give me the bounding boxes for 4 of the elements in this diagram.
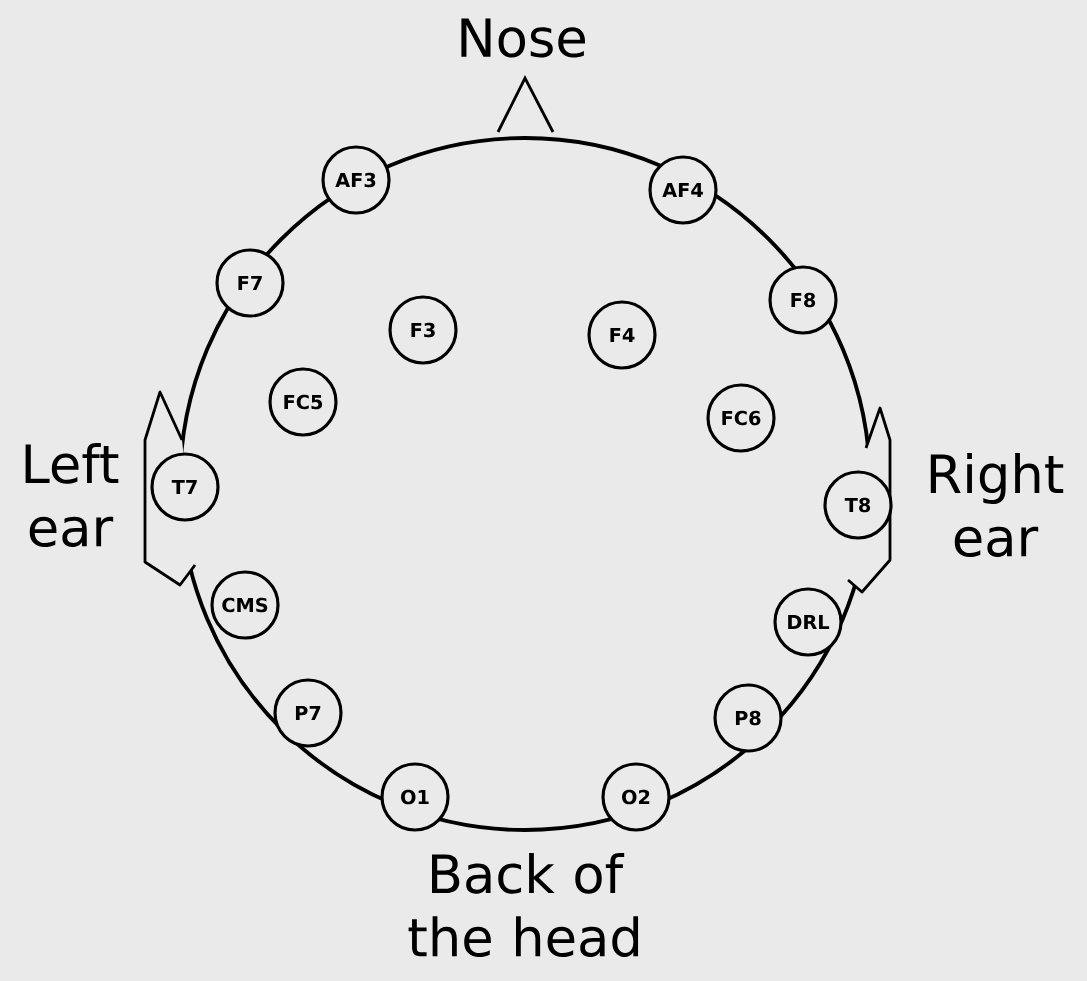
ear-label: Left ear <box>25 443 119 548</box>
ear-label: Back of the head <box>408 853 639 958</box>
ear-label: Nose <box>461 18 585 58</box>
ear-label: Right ear <box>930 453 1064 558</box>
